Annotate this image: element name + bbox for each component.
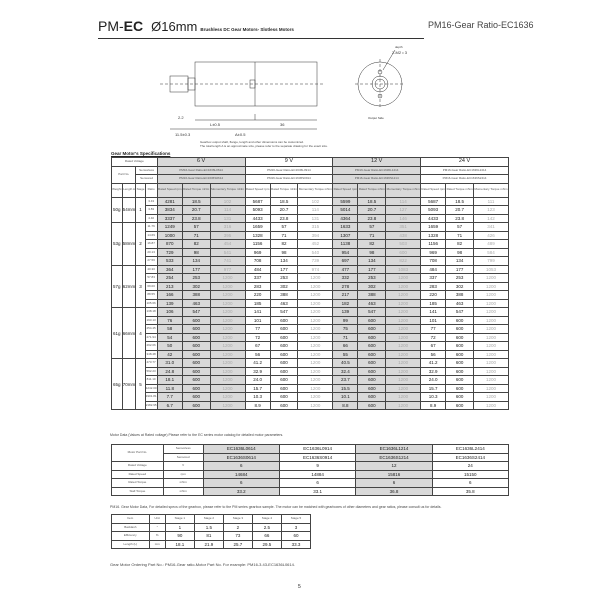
- sensorless-part-no: PM16-Gear Ratio-EC1636L0914: [244, 165, 334, 175]
- ratio-cell: 292.06: [144, 341, 158, 351]
- note-line-2: The total length A is an approximate siz…: [200, 144, 328, 148]
- sensorless-part-no: PM16-Gear Ratio-EC1636L0614: [156, 165, 246, 175]
- ratio-cell: 69.00: [144, 281, 158, 291]
- ratio-cell: 254.45: [144, 324, 158, 334]
- svg-text:2-M2 • 3: 2-M2 • 3: [392, 50, 408, 55]
- page-number: 5: [298, 584, 301, 590]
- sensorless-part-no: PM16-Gear Ratio-EC1636L2414: [420, 165, 509, 175]
- ratio-cell: 811.10: [144, 375, 158, 385]
- voltage-header: 6 V: [156, 157, 246, 167]
- technical-drawing: L±0.5 36 11.5±0.3 A±0.5 2.2 depth 2-M2 •…: [140, 44, 440, 144]
- note-line-1: Gearbox output shaft, flange, length and…: [200, 140, 304, 144]
- svg-text:L±0.5: L±0.5: [210, 122, 221, 127]
- ratio-cell: 40.30: [144, 264, 158, 274]
- svg-text:36: 36: [280, 122, 285, 127]
- ratio-cell: 88.55: [144, 290, 158, 300]
- motor-data-caption: Motor Data (Values at Rated voltage) Ple…: [110, 433, 284, 437]
- voltage-header: 12 V: [332, 157, 422, 167]
- sensored-part-no: PM16-Gear Ratio-EC1636S0614: [156, 174, 246, 184]
- title-bold: EC: [123, 18, 144, 34]
- ratio-cell: 592.23: [144, 366, 158, 376]
- part-no-label: Part No.: [110, 165, 137, 184]
- gearbox-caption: PM16. Gear Motor Data, For detailed spec…: [110, 505, 442, 509]
- ratio-cell: 1242.00: [144, 383, 158, 393]
- motor-drawing-icon: L±0.5 36 11.5±0.3 A±0.5 2.2 depth 2-M2 •…: [160, 45, 408, 137]
- ratio-cell: 105.66: [144, 298, 158, 308]
- model-title: PM16-Gear Ratio-EC1636: [428, 20, 534, 30]
- ratio-cell: 3.83: [144, 205, 158, 215]
- svg-text:Output Side: Output Side: [368, 116, 384, 120]
- sensorless-part-no: PM16-Gear Ratio-EC1636L1214: [332, 165, 422, 175]
- svg-text:11.5±0.3: 11.5±0.3: [175, 132, 191, 137]
- ratio-cell: 27.56: [144, 256, 158, 266]
- ratio-cell: 473.77: [144, 358, 158, 368]
- ratio-cell: 193.13: [144, 315, 158, 325]
- ratio-cell: 11.76: [144, 222, 158, 232]
- ratio-cell: 16.87: [144, 239, 158, 249]
- ordering-note: Gear Motor Ordering Part No.: PM16-Gear …: [110, 562, 295, 567]
- ratio-cell: 3.43: [144, 196, 158, 206]
- ratio-cell: 14.69: [144, 230, 158, 240]
- ratio-cell: 4.40: [144, 213, 158, 223]
- ratio-cell: 57.83: [144, 273, 158, 283]
- ratio-cell: 271.94: [144, 332, 158, 342]
- rated-voltage-label: Rated Voltage: [111, 157, 158, 167]
- drawing-notes: Gearbox output shaft, flange, length and…: [200, 140, 328, 148]
- ratio-cell: 348.48: [144, 349, 158, 359]
- ratio-cell: 20.13: [144, 247, 158, 257]
- title-prefix: PM-: [98, 18, 124, 34]
- ratio-cell: 2182.95: [144, 400, 158, 410]
- svg-text:A±0.5: A±0.5: [235, 132, 246, 137]
- title-diameter: Ø16mm: [151, 19, 198, 34]
- svg-text:2.2: 2.2: [178, 115, 184, 120]
- svg-text:depth: depth: [395, 45, 403, 49]
- sensored-part-no: PM16-Gear Ratio-EC1636S2414: [420, 174, 509, 184]
- voltage-header: 24 V: [420, 157, 509, 167]
- sensored-part-no: PM16-Gear Ratio-EC1636S1214: [332, 174, 422, 184]
- voltage-header: 9 V: [244, 157, 334, 167]
- ratio-cell: 138.18: [144, 307, 158, 317]
- ratio-cell: 1901.81: [144, 392, 158, 402]
- specs-title: Gear Motor's Specifications: [111, 151, 171, 156]
- sensored-part-no: PM16-Gear Ratio-EC1636S0914: [244, 174, 334, 184]
- title-subtitle: Brushless DC Gear Motors- Slotless Motor…: [200, 27, 294, 32]
